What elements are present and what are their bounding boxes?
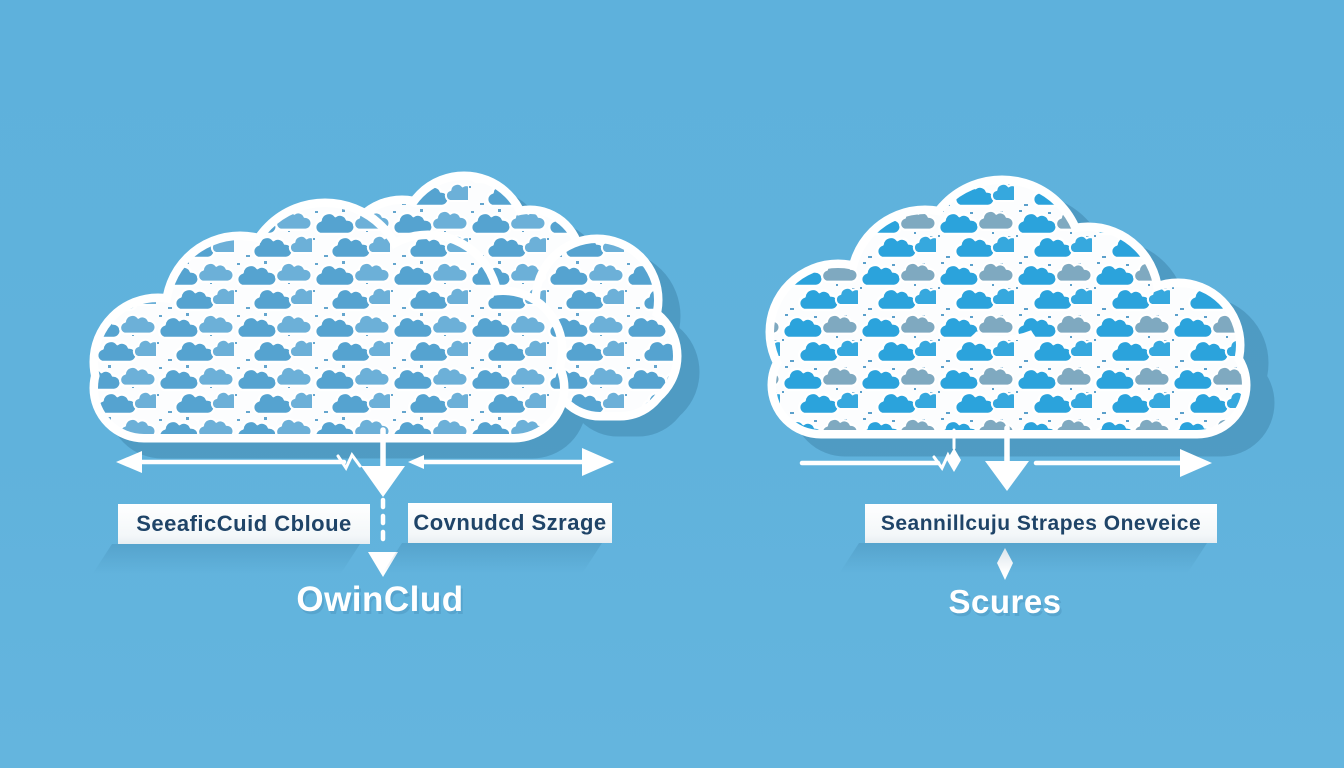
big-down-arrow-icon	[361, 466, 405, 497]
left-label-1-text: SeeaficCuid Cbloue	[136, 511, 352, 536]
small-down-arrow-icon	[368, 552, 398, 577]
left-arrow-group	[116, 427, 614, 577]
right-label-box: Seannillcuju Strapes Oneveice	[865, 504, 1217, 543]
right-arrowhead-icon	[582, 448, 614, 476]
left-caption: OwinClud	[296, 580, 464, 619]
right-arrow-group	[799, 425, 1212, 580]
right-caption: Scures	[948, 583, 1062, 620]
big-down-arrow-icon	[985, 461, 1029, 491]
right-cloud	[774, 184, 1242, 430]
left-label-box-1: SeeaficCuid Cbloue	[118, 504, 370, 544]
left-label-2-text: Covnudcd Szrage	[413, 510, 607, 535]
right-arrowhead-icon	[1180, 449, 1212, 477]
left-arrowhead-icon	[116, 451, 142, 473]
diamond-connector-icon	[947, 448, 961, 472]
zigzag-connector-icon	[336, 452, 362, 472]
left-label-box-2: Covnudcd Szrage	[408, 503, 612, 543]
right-label-text: Seannillcuju Strapes Oneveice	[880, 511, 1202, 535]
left-cloud-cluster	[98, 180, 673, 434]
diamond-connector-icon	[997, 548, 1013, 580]
small-left-arrowhead-icon	[408, 455, 424, 469]
